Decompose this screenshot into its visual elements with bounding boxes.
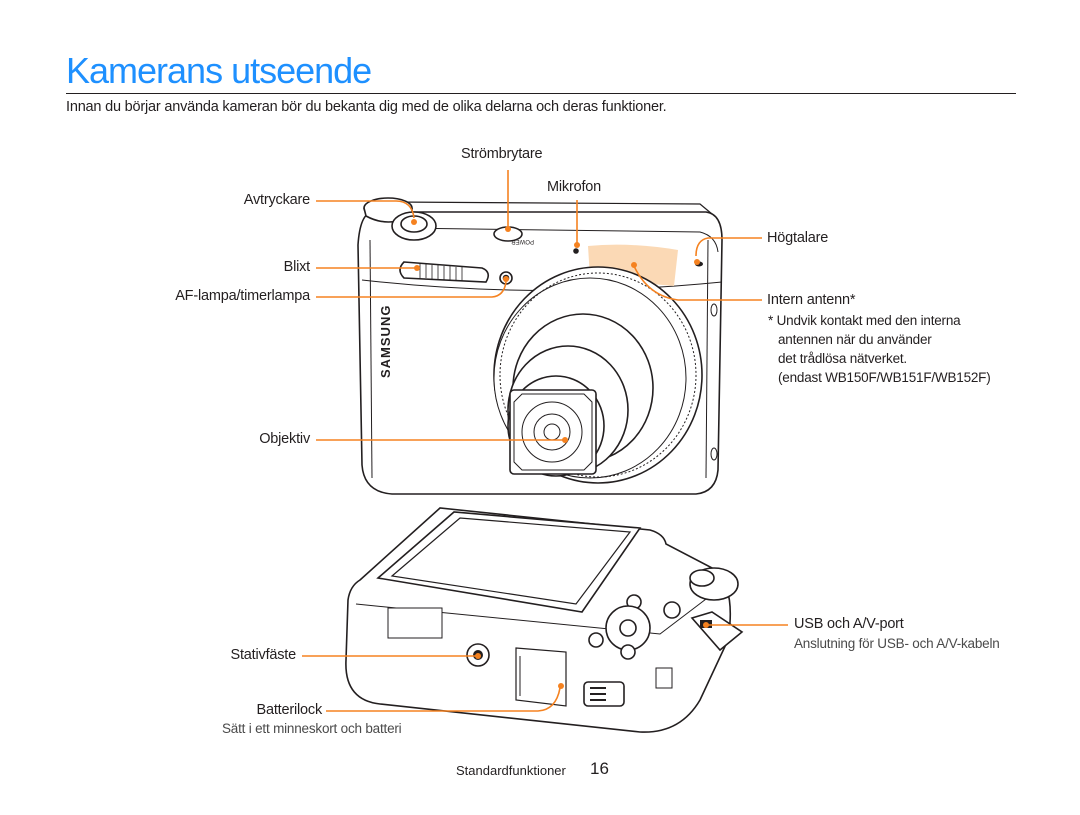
label-battery-cover: Batterilock — [256, 702, 323, 718]
label-tripod-mount: Stativfäste — [230, 647, 297, 663]
page-number: 16 — [590, 759, 609, 778]
antenna-note-line-1: * Undvik kontakt med den interna — [768, 313, 961, 328]
label-lens: Objektiv — [259, 431, 310, 447]
title-divider — [66, 93, 1016, 94]
antenna-note-line-4: (endast WB150F/WB151F/WB152F) — [778, 370, 991, 385]
callout-lines — [302, 170, 788, 712]
label-internal-antenna: Intern antenn* — [767, 292, 856, 308]
intro-text: Innan du börjar använda kameran bör du b… — [66, 99, 667, 115]
label-af-lamp: AF-lampa/timerlampa — [175, 288, 310, 304]
power-button-text: POWER — [511, 238, 534, 244]
label-shutter: Avtryckare — [243, 192, 310, 208]
page-title: Kamerans utseende — [66, 50, 372, 91]
label-power-switch: Strömbrytare — [461, 146, 543, 162]
footer-section-name: Standardfunktioner — [456, 763, 566, 778]
antenna-note-line-3: det trådlösa nätverket. — [778, 351, 907, 366]
label-speaker: Högtalare — [767, 230, 829, 246]
bottom-camera-illustration — [345, 507, 744, 733]
front-camera-illustration — [357, 197, 723, 495]
brand-logo: SAMSUNG — [378, 305, 393, 378]
antenna-note-line-2: antennen när du använder — [778, 332, 932, 347]
label-flash: Blixt — [283, 259, 311, 275]
label-usb-av-port: USB och A/V-port — [794, 616, 904, 632]
label-microphone: Mikrofon — [547, 179, 601, 195]
usb-av-port-description: Anslutning för USB- och A/V-kabeln — [794, 636, 1000, 651]
battery-cover-description: Sätt i ett minneskort och batteri — [222, 721, 402, 736]
